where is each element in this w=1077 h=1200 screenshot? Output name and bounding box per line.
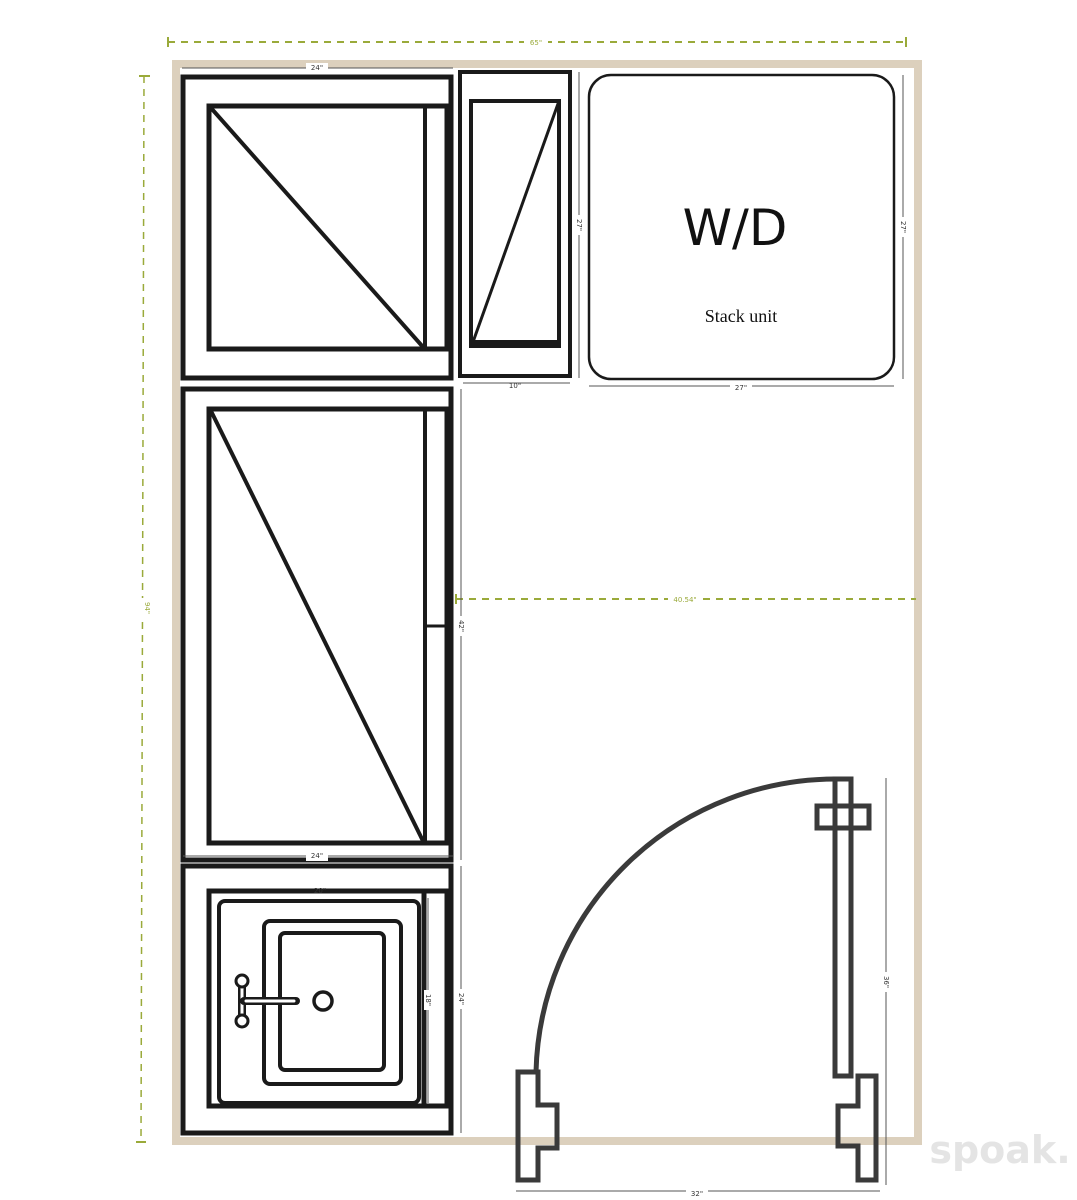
washer-dryer-depth-label: 27" (899, 221, 907, 233)
washer-dryer-stack: W/D Stack unit 27" 27" (587, 73, 908, 392)
upper-cabinet-width-label: 24" (311, 64, 323, 72)
door-height-label: 36" (882, 976, 890, 988)
washer-dryer-width-label: 27" (735, 384, 747, 392)
door-swing: 36" 32" (515, 776, 891, 1198)
faucet-icon (234, 973, 300, 1029)
vanity: 20" 18" 24" (180, 863, 466, 1136)
vanity-top-label: 20" (314, 887, 326, 895)
clearance-label: 40.54" (673, 596, 696, 604)
door-width-label: 32" (691, 1190, 703, 1198)
upper-cabinet: 24" (180, 63, 454, 381)
overall-height-label: 94" (143, 602, 151, 614)
sink-depth-label: 18" (424, 994, 432, 1006)
narrow-cabinet-depth-label: 27" (575, 219, 583, 231)
tall-cabinet: 42" 24" (180, 386, 466, 863)
overall-height-dimension: 94" (136, 75, 151, 1143)
tall-cabinet-width-label: 24" (311, 852, 323, 860)
overall-width-dimension: 65" (167, 37, 907, 47)
washer-dryer-sublabel: Stack unit (705, 306, 778, 326)
drain-icon (312, 990, 334, 1012)
washer-dryer-label: W/D (683, 199, 788, 257)
narrow-cabinet: 10" 27" (458, 70, 584, 390)
narrow-cabinet-width-label: 10" (509, 382, 521, 390)
spoak-watermark: spoak. (929, 1128, 1070, 1172)
vanity-depth-label: 24" (457, 993, 465, 1005)
tall-cabinet-height-label: 42" (457, 620, 465, 632)
overall-width-label: 65" (530, 39, 542, 47)
room-walls (172, 60, 922, 1145)
clearance-dimension: 40.54" (455, 594, 916, 604)
